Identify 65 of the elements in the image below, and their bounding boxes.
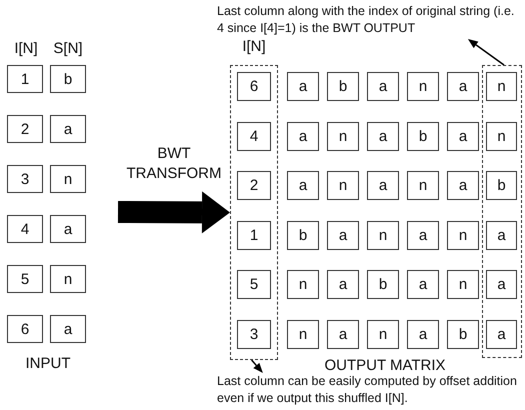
note-text: Last column along with the index of original string (i.e. 4 since I[4]=1) is the BWT OUTPUT (217, 3, 523, 39)
leader-arrow (251, 360, 263, 373)
index-box: 6 (7, 315, 43, 343)
character-box: n (327, 122, 359, 151)
character-box: n (407, 171, 439, 200)
character-box: a (367, 122, 399, 151)
character-box: b (327, 72, 359, 101)
index-box: 4 (237, 122, 271, 151)
column-heading: S[N] (52, 40, 84, 59)
character-box: b (447, 320, 479, 349)
character-box: a (407, 320, 439, 349)
character-box: a (447, 72, 479, 101)
character-box: a (50, 315, 86, 343)
character-box: a (447, 171, 479, 200)
character-box: n (486, 122, 517, 151)
character-box: n (50, 265, 86, 293)
character-box: a (367, 72, 399, 101)
leader-arrow (468, 39, 504, 66)
index-box: 5 (7, 265, 43, 293)
character-box: b (407, 122, 439, 151)
index-box: 2 (237, 171, 271, 200)
character-box: b (486, 171, 517, 200)
edge-label: BWT TRANSFORM (126, 144, 222, 184)
column-heading: I[N] (241, 38, 267, 55)
character-box: n (367, 220, 399, 250)
character-box: n (50, 165, 86, 193)
character-box: a (327, 220, 359, 250)
character-box: n (287, 270, 319, 300)
index-box: 5 (237, 270, 271, 300)
character-box: a (287, 122, 319, 151)
index-box: 3 (237, 320, 271, 349)
index-box: 1 (237, 220, 271, 250)
index-box: 3 (7, 165, 43, 193)
character-box: a (50, 215, 86, 243)
index-box: 1 (7, 65, 43, 93)
character-box: a (287, 171, 319, 200)
character-box: a (367, 171, 399, 200)
character-box: b (287, 220, 319, 250)
character-box: a (447, 122, 479, 151)
character-box: a (486, 220, 517, 250)
block-arrow (118, 191, 230, 234)
character-box: a (50, 115, 86, 143)
character-box: n (367, 320, 399, 349)
character-box: a (486, 320, 517, 349)
index-box: 4 (7, 215, 43, 243)
index-box: 2 (7, 115, 43, 143)
caption-text: INPUT (24, 355, 72, 374)
character-box: a (407, 270, 439, 300)
character-box: n (287, 320, 319, 349)
character-box: b (367, 270, 399, 300)
column-heading: I[N] (13, 40, 39, 59)
caption-text: OUTPUT MATRIX (323, 357, 447, 376)
index-box: 6 (237, 72, 271, 101)
character-box: n (447, 270, 479, 300)
character-box: a (327, 270, 359, 300)
character-box: n (407, 72, 439, 101)
character-box: a (407, 220, 439, 250)
character-box: a (287, 72, 319, 101)
character-box: a (486, 270, 517, 300)
character-box: n (327, 171, 359, 200)
character-box: n (447, 220, 479, 250)
character-box: a (327, 320, 359, 349)
character-box: n (486, 72, 517, 101)
note-text: Last column can be easily computed by offset addition even if we output this shuffled I[N]. (217, 373, 523, 409)
character-box: b (50, 65, 86, 93)
